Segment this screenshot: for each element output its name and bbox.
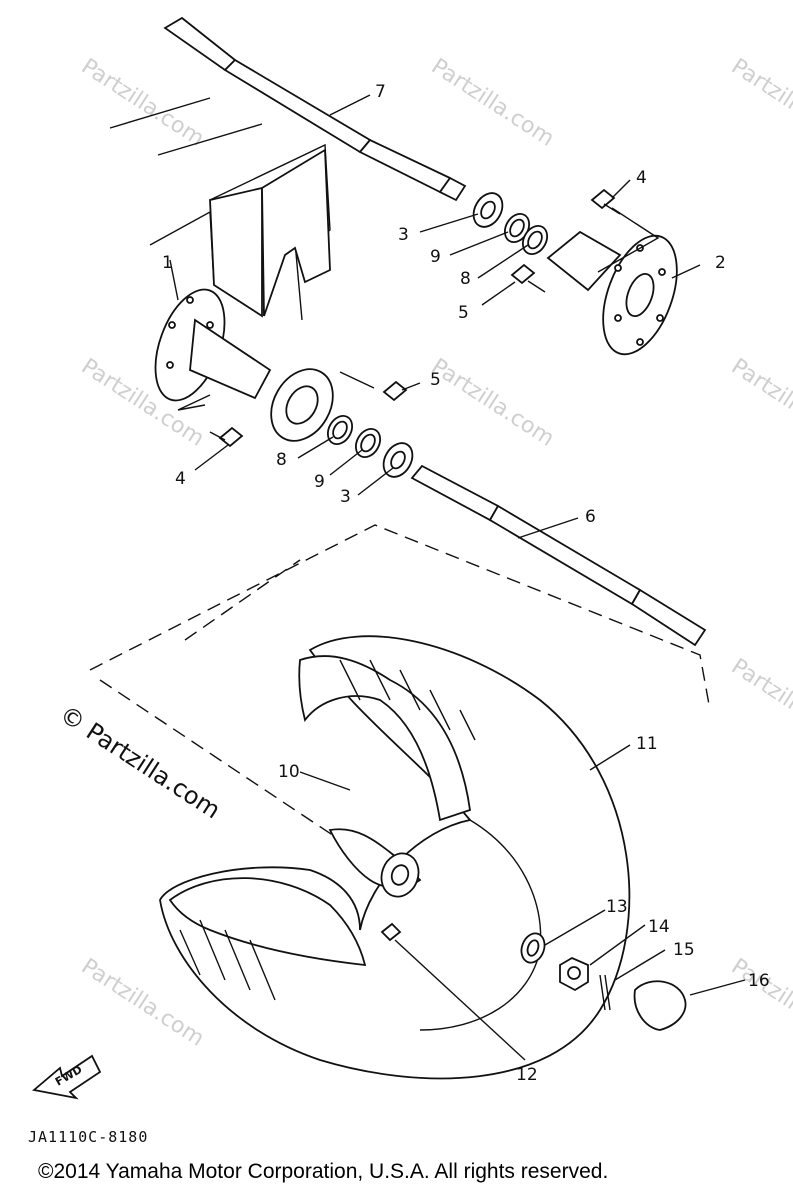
faint-watermark: Partzilla.com (727, 654, 793, 752)
faint-watermark: Partzilla.com (727, 354, 793, 452)
hub-left (154, 288, 334, 442)
callout-5: 5 (430, 370, 441, 390)
callout-6: 6 (585, 507, 596, 527)
copyright-notice: ©2014 Yamaha Motor Corporation, U.S.A. A… (38, 1160, 609, 1183)
callout-5: 5 (458, 303, 469, 323)
upper-bearing-set (472, 192, 549, 256)
callout-12: 12 (516, 1065, 538, 1085)
callout-8: 8 (460, 269, 471, 289)
faint-watermark: Partzilla.com (727, 54, 793, 152)
callout-3: 3 (398, 225, 409, 245)
callout-9: 9 (430, 247, 441, 267)
callout-13: 13 (606, 897, 628, 917)
callout-11: 11 (636, 734, 658, 754)
drawing-code: JA1110C-8180 (28, 1128, 149, 1146)
axle-upper (163, 16, 467, 202)
callout-4: 4 (175, 469, 186, 489)
alignment-lines (89, 524, 711, 841)
leader-lines (169, 94, 746, 1061)
wheel-assembly (159, 635, 631, 1080)
callout-2: 2 (715, 253, 726, 273)
callout-10: 10 (278, 762, 300, 782)
faint-watermark: Partzilla.com (727, 954, 793, 1052)
faint-watermark: Partzilla.com (77, 54, 209, 152)
hub-right (546, 230, 678, 356)
callout-4: 4 (636, 168, 647, 188)
lower-bolts (209, 371, 408, 448)
callout-8: 8 (276, 450, 287, 470)
callout-3: 3 (340, 487, 351, 507)
callouts: 1 2 3 3 4 4 5 5 6 7 8 8 9 9 10 11 12 13 … (162, 82, 770, 1085)
lower-bearing-set (326, 414, 414, 478)
faint-watermark: Partzilla.com (427, 54, 559, 152)
callout-16: 16 (748, 971, 770, 991)
axle-lower (410, 464, 707, 647)
callout-1: 1 (162, 253, 173, 273)
callout-15: 15 (673, 940, 695, 960)
frame-bracket (109, 97, 331, 321)
forward-arrow: FWD (31, 1054, 102, 1100)
small-parts (380, 922, 687, 1031)
upper-bolts (510, 188, 660, 293)
callout-9: 9 (314, 472, 325, 492)
callout-7: 7 (375, 82, 386, 102)
faint-watermark: Partzilla.com (427, 354, 559, 452)
faint-watermark: Partzilla.com (77, 954, 209, 1052)
callout-14: 14 (648, 917, 670, 937)
